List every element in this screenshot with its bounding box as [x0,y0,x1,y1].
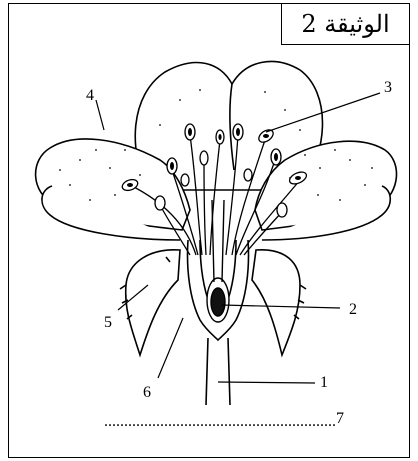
label-3: 3 [384,79,392,96]
label-1: 1 [320,374,328,391]
ovary [207,278,229,322]
pedicel [206,338,230,405]
label-7: 7 [336,410,344,427]
sepal-right [252,250,306,355]
sepal-left [120,250,180,355]
label-5: 5 [104,314,112,331]
answer-blank: ........................................… [104,413,336,430]
document-title: الوثيقة 2 [281,3,410,45]
label-2: 2 [349,301,357,318]
label-6: 6 [143,384,151,401]
label-4: 4 [86,87,94,104]
